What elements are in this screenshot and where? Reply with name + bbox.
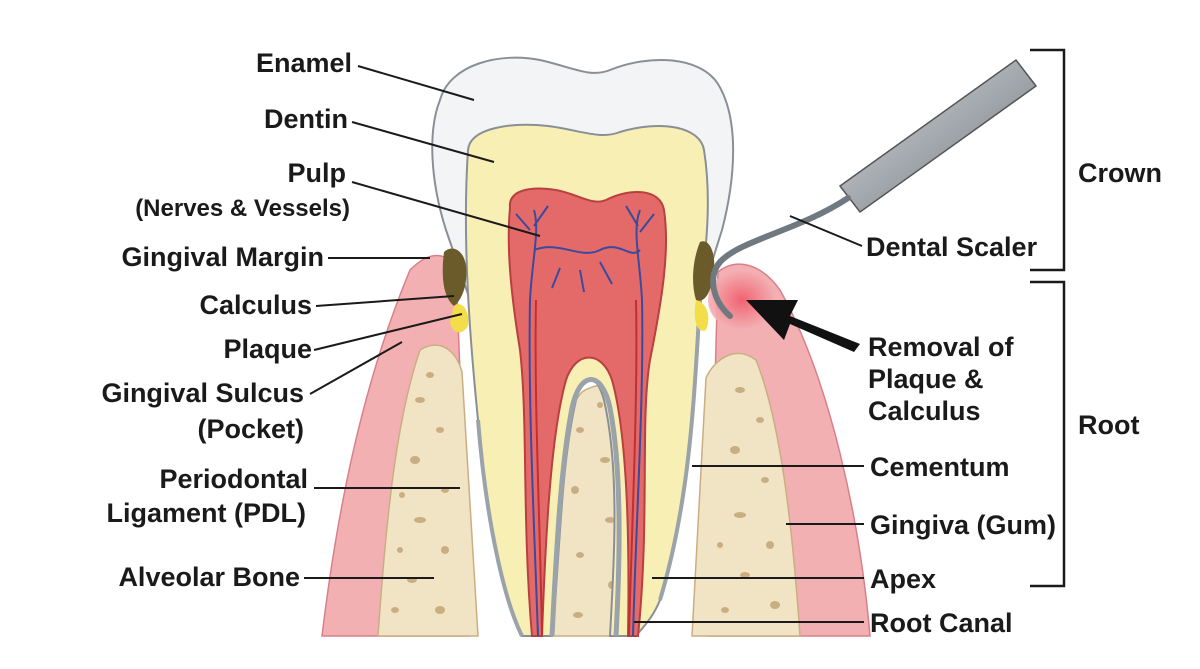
label-gingival-sulcus: Gingival Sulcus	[101, 378, 304, 408]
label-root: Root	[1078, 410, 1139, 440]
cementum	[476, 299, 702, 637]
root-bracket	[1030, 280, 1066, 588]
calculus-deposit-right	[693, 241, 715, 301]
label-periodontal: Periodontal	[159, 464, 308, 494]
label-gingival-sulcus-sub: (Pocket)	[197, 414, 304, 444]
dental-scaler-handle	[838, 58, 1038, 214]
removal-arrow	[746, 300, 860, 352]
leader-lines	[304, 65, 864, 623]
label-plaque: Plaque	[223, 334, 312, 364]
root-canal-walls	[549, 377, 622, 637]
label-removal-line-1: Removal of	[868, 332, 1015, 362]
label-gingiva: Gingiva (Gum)	[870, 510, 1056, 540]
label-apex: Apex	[870, 564, 936, 594]
label-pulp: Pulp	[288, 158, 347, 188]
label-removal-line-2: Plaque &	[868, 364, 984, 394]
label-crown: Crown	[1078, 158, 1162, 188]
label-cementum: Cementum	[870, 452, 1010, 482]
label-root-canal: Root Canal	[870, 608, 1013, 638]
label-gingival-margin: Gingival Margin	[121, 242, 324, 272]
label-dental-scaler: Dental Scaler	[866, 232, 1038, 262]
calculus-deposit-left	[442, 248, 467, 306]
label-periodontal-sub: Ligament (PDL)	[107, 498, 307, 528]
nerves-vessels	[515, 205, 655, 637]
plaque-right	[694, 300, 709, 331]
label-calculus: Calculus	[199, 290, 312, 320]
dental-scaler-shank	[710, 195, 851, 319]
label-pulp-sub: (Nerves & Vessels)	[135, 195, 350, 222]
label-enamel: Enamel	[256, 48, 352, 78]
pulp	[507, 187, 668, 637]
alveolar-bone-right	[691, 352, 801, 637]
label-removal-line-3: Calculus	[868, 396, 981, 426]
plaque-left	[450, 304, 469, 333]
label-alveolar-bone: Alveolar Bone	[118, 562, 300, 592]
alveolar-bone-left	[377, 344, 479, 637]
label-dentin: Dentin	[264, 104, 348, 134]
crown-bracket	[1030, 48, 1066, 272]
